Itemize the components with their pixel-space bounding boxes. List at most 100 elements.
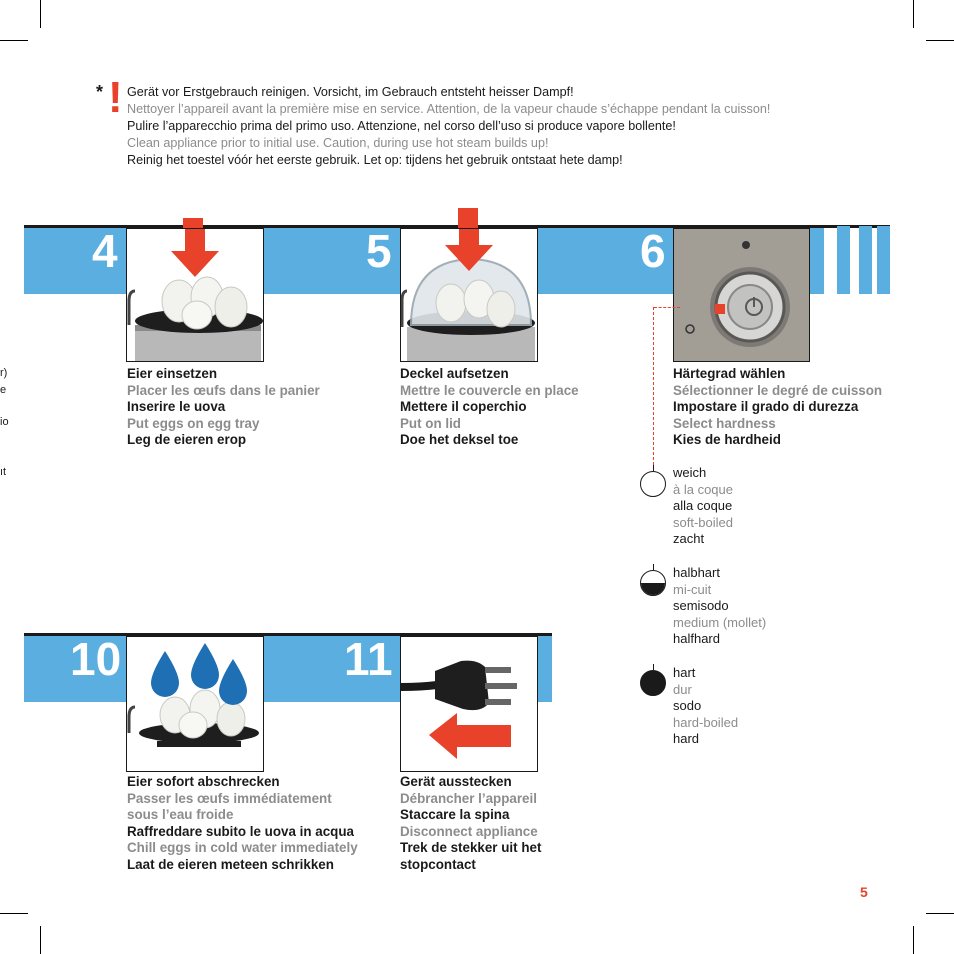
step-6-caption: Härtegrad wählen Sélectionner le degré d…: [673, 366, 882, 449]
caption-line-nl: Doe het deksel toe: [400, 432, 519, 448]
caption-line-nl: Leg de eieren erop: [127, 432, 247, 448]
caption-line-fr: Mettre le couvercle en place: [400, 382, 579, 398]
hardness-line-en: soft-boiled: [673, 514, 733, 530]
notice-line-fr: Nettoyer l’appareil avant la première mi…: [127, 102, 771, 116]
decor-stripe: [859, 226, 872, 294]
caption-line-it: Mettere il coperchio: [400, 399, 527, 415]
caption-line-fr: Placer les œufs dans le panier: [127, 382, 320, 398]
hardness-line-de: halbhart: [673, 565, 720, 580]
caption-line-fr: Débrancher l’appareil: [400, 790, 537, 806]
egg-cooker-lid-illustration: [401, 229, 535, 361]
hardness-line-nl: zacht: [673, 531, 705, 547]
caption-line-fr: Passer les œufs immédiatement: [127, 790, 332, 806]
hardness-line-it: semisodo: [673, 598, 729, 614]
hardness-line-nl: halfhard: [673, 631, 720, 647]
crop-mark: [0, 913, 28, 914]
notice-line-en: Clean appliance prior to initial use. Ca…: [127, 136, 549, 150]
egg-cooker-illustration: [127, 229, 263, 361]
hardness-hard: hart dur sodo hard-boiled hard: [673, 665, 738, 748]
hardness-medium: halbhart mi-cuit semisodo medium (mollet…: [673, 565, 766, 648]
asterisk-marker: *: [96, 82, 104, 102]
page-number: 5: [860, 884, 868, 900]
photo-chill-eggs: [126, 636, 264, 772]
hardness-line-en: hard-boiled: [673, 714, 739, 730]
caption-line-fr: Sélectionner le degré de cuisson: [673, 382, 883, 398]
caption-line-it: Impostare il grado di durezza: [673, 399, 859, 415]
cut-fragment: io: [0, 416, 9, 428]
crop-mark: [926, 40, 954, 41]
step-10-caption: Eier sofort abschrecken Passer les œufs …: [127, 774, 358, 874]
hardness-line-de: weich: [673, 465, 707, 480]
notice-line-nl: Reinig het toestel vóór het eerste gebru…: [127, 153, 623, 167]
section-rule: [24, 633, 552, 636]
step-number-5: 5: [366, 225, 392, 277]
crop-mark: [913, 0, 914, 28]
caption-line-de: Gerät ausstecken: [400, 774, 512, 789]
caption-line-it: Inserire le uova: [127, 399, 226, 415]
hard-boiled-icon: [640, 670, 666, 696]
level-tick: [653, 465, 654, 471]
caption-line-en: Chill eggs in cold water immediately: [127, 840, 358, 856]
red-arrow-stem: [183, 218, 203, 228]
hardness-line-it: alla coque: [673, 498, 733, 514]
step-11-caption: Gerät ausstecken Débrancher l’appareil S…: [400, 774, 541, 874]
crop-mark: [926, 913, 954, 914]
step-5-caption: Deckel aufsetzen Mettre le couvercle en …: [400, 366, 579, 449]
unplug-illustration: [401, 660, 517, 759]
decor-stripe: [837, 226, 850, 294]
caption-line-de: Härtegrad wählen: [673, 366, 786, 381]
hardness-knob-illustration: [674, 229, 809, 361]
notice-line-de: Gerät vor Erstgebrauch reinigen. Vorsich…: [127, 85, 574, 99]
caption-line-en: Disconnect appliance: [400, 823, 538, 839]
caption-line-en: Put on lid: [400, 415, 461, 431]
decor-stripe: [877, 226, 890, 294]
hardness-line-nl: hard: [673, 731, 700, 747]
hardness-line-it: sodo: [673, 698, 702, 714]
red-arrow-stem: [458, 208, 478, 228]
cut-fragment: e: [0, 384, 7, 396]
photo-hardness-knob: [673, 228, 810, 362]
hardness-line-de: hart: [673, 665, 696, 680]
hardness-line-fr: dur: [673, 681, 692, 697]
hardness-line-fr: à la coque: [673, 481, 733, 497]
caption-line-nl: Trek de stekker uit het: [400, 840, 542, 856]
caption-line-fr-cont: sous l’eau froide: [127, 807, 234, 823]
cut-fragment: ıt: [0, 466, 7, 478]
caption-line-de: Deckel aufsetzen: [400, 366, 509, 381]
warning-icon: !: [108, 73, 123, 122]
crop-mark: [40, 926, 41, 954]
crop-mark: [0, 40, 28, 41]
chill-eggs-illustration: [127, 643, 259, 747]
knob-pointer-line: [654, 307, 680, 308]
caption-line-nl: Kies de hardheid: [673, 432, 781, 448]
caption-line-nl-cont: stopcontact: [400, 856, 476, 872]
section-rule: [24, 225, 890, 228]
level-tick: [653, 664, 654, 670]
step-number-4: 4: [92, 225, 118, 277]
hardness-line-fr: mi-cuit: [673, 581, 712, 597]
caption-line-de: Eier sofort abschrecken: [127, 774, 280, 789]
cut-fragment: r): [0, 367, 8, 379]
soft-boiled-icon: [640, 471, 666, 497]
hardness-soft: weich à la coque alla coque soft-boiled …: [673, 465, 733, 548]
notice-line-it: Pulire l’apparecchio prima del primo uso…: [127, 119, 676, 133]
step-number-10: 10: [70, 633, 122, 685]
crop-mark: [913, 926, 914, 954]
caption-line-en: Select hardness: [673, 415, 776, 431]
medium-boiled-icon: [640, 570, 666, 596]
caption-line-de: Eier einsetzen: [127, 366, 218, 381]
step-4-caption: Eier einsetzen Placer les œufs dans le p…: [127, 366, 320, 449]
photo-unplug: [400, 636, 538, 772]
knob-pointer-line: [653, 307, 654, 465]
caption-line-it: Staccare la spina: [400, 807, 510, 823]
caption-line-nl: Laat de eieren meteen schrikken: [127, 856, 334, 872]
step-number-11: 11: [344, 633, 393, 685]
level-tick: [653, 564, 654, 570]
photo-eggs-on-tray: [126, 228, 264, 362]
safety-notice: Gerät vor Erstgebrauch reinigen. Vorsich…: [127, 84, 770, 169]
hardness-line-en: medium (mollet): [673, 614, 767, 630]
caption-line-it: Raffreddare subito le uova in acqua: [127, 823, 354, 839]
photo-lid-on-cooker: [400, 228, 538, 362]
step-number-6: 6: [640, 225, 666, 277]
crop-mark: [40, 0, 41, 28]
